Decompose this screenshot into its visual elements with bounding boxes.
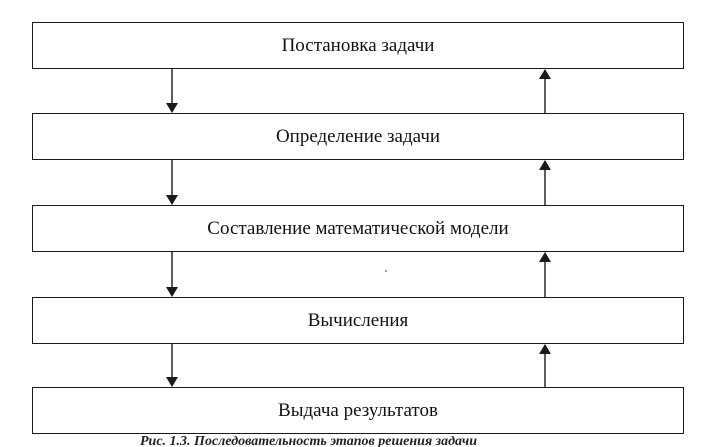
caption-clip: Рис. 1.3. Последовательность этапов реше… — [0, 436, 718, 447]
stage-label: Определение задачи — [275, 125, 441, 147]
stage-label: Постановка задачи — [281, 34, 435, 56]
stage-label: Составление математической модели — [207, 217, 509, 239]
stage-box-output-results: Выдача результатов — [32, 387, 684, 434]
stage-box-math-model: Составление математической модели — [32, 205, 684, 252]
stage-box-computation: Вычисления — [32, 297, 684, 344]
stage-box-problem-statement: Постановка задачи — [32, 22, 684, 69]
figure-caption: Рис. 1.3. Последовательность этапов реше… — [140, 436, 478, 447]
stage-label: Выдача результатов — [278, 399, 438, 421]
stage-box-problem-definition: Определение задачи — [32, 113, 684, 160]
scan-speck — [385, 270, 387, 272]
stage-label: Вычисления — [307, 309, 409, 331]
